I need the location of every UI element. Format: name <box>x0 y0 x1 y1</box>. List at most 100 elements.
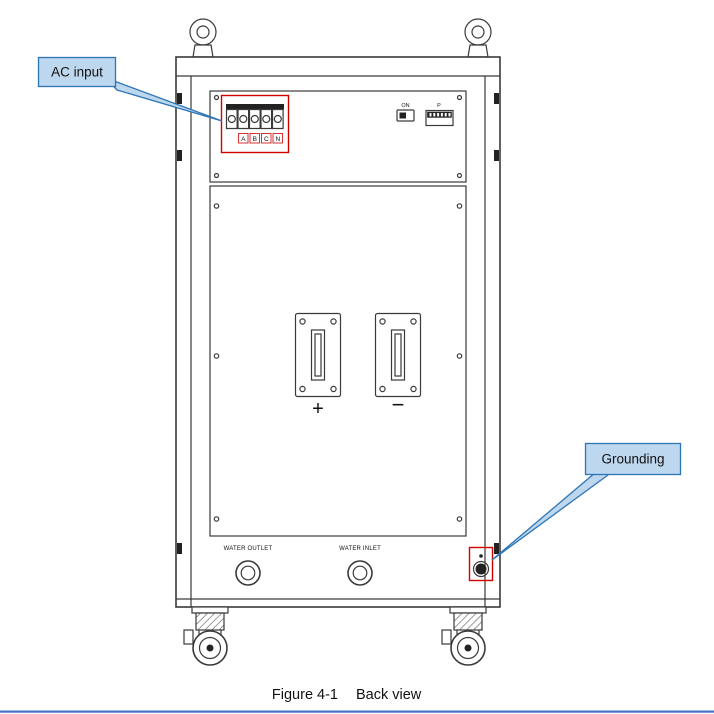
ac-input-label: AC input <box>51 65 103 80</box>
switch-body[interactable] <box>396 109 415 122</box>
water-outlet-fitting-outer <box>235 560 261 586</box>
switch-rocker[interactable] <box>399 112 407 119</box>
vent-slot <box>494 93 499 104</box>
screw <box>213 353 220 359</box>
main-panel: + − <box>209 185 467 537</box>
screw <box>456 203 463 209</box>
water-outlet-fitting-inner <box>240 565 256 581</box>
power-switch[interactable]: ON <box>396 103 415 122</box>
water-outlet-label: WATER OUTLET <box>224 546 273 552</box>
plate-slot-inner <box>394 333 402 377</box>
terminal-screw <box>273 114 282 124</box>
eyebolt-ring-outer <box>189 18 217 46</box>
caster-left <box>183 606 229 666</box>
connector-pin <box>429 113 432 117</box>
eyebolt-ring-outer <box>464 18 492 46</box>
caster-rim <box>456 636 480 660</box>
top-panel: A B C N ON P <box>209 90 467 183</box>
figure-caption: Figure 4-1 Back view <box>272 687 422 703</box>
aux-connector[interactable]: P <box>425 103 454 127</box>
caster-plate <box>449 606 487 614</box>
vent-slot <box>177 543 182 554</box>
plate-hole <box>410 318 417 325</box>
positive-label: + <box>312 398 324 420</box>
screw <box>213 203 220 209</box>
callout-box <box>37 56 117 88</box>
terminal-rail <box>226 104 284 109</box>
terminal-label-box <box>272 133 283 144</box>
plate-slot-inner <box>314 333 322 377</box>
vent-slot <box>177 93 182 104</box>
screw <box>213 94 220 101</box>
plate-slot-outer <box>310 329 326 381</box>
ac-terminal-block: A B C N <box>220 94 290 154</box>
vent-slot <box>494 543 499 554</box>
caster-brake-tab <box>183 629 194 645</box>
terminal-screw <box>239 114 248 124</box>
terminal-screw <box>250 114 259 124</box>
plate-hole <box>379 385 386 393</box>
water-inlet-fitting-outer <box>347 560 373 586</box>
plate-hole <box>299 385 306 393</box>
terminal-label-n: N <box>275 136 280 143</box>
switch-label: ON <box>401 103 409 109</box>
connector-body[interactable] <box>425 109 454 127</box>
figure-title: Back view <box>356 687 422 703</box>
grounding-pilot-dot <box>479 554 483 558</box>
terminal-screw <box>262 114 271 124</box>
eyebolt-left <box>189 18 217 58</box>
screw <box>456 94 463 101</box>
footer-rule <box>0 710 714 713</box>
negative-label: − <box>392 392 405 417</box>
grounding-point <box>468 546 494 582</box>
screw <box>456 172 463 179</box>
callout-grounding: Grounding <box>491 442 682 561</box>
terminal-label-box <box>261 133 272 144</box>
eyebolt-base <box>467 44 489 58</box>
eyebolt-right <box>464 18 492 58</box>
screw <box>213 172 220 179</box>
eyebolt-ring-inner <box>471 25 485 39</box>
caster-rim <box>198 636 222 660</box>
plate-hole <box>299 318 306 325</box>
terminal-label-c: C <box>264 136 269 143</box>
connector-strip <box>427 111 452 118</box>
water-inlet-fitting-inner <box>352 565 368 581</box>
plate-body <box>374 312 422 398</box>
grounding-highlight-box <box>468 546 494 582</box>
eyebolt-ring-inner <box>196 25 210 39</box>
terminal-bodies <box>225 108 284 130</box>
connector-pin <box>448 113 451 117</box>
plate-hole <box>410 385 417 393</box>
connector-pin <box>437 113 440 117</box>
caster-hub <box>464 644 472 652</box>
caster-swivel-block <box>453 612 483 631</box>
water-outlet: WATER OUTLET <box>224 546 273 586</box>
connector-label: P <box>437 103 441 109</box>
eyebolt-base <box>192 44 214 58</box>
plate-slot-outer <box>390 329 406 381</box>
vent-slot <box>177 150 182 161</box>
water-inlet: WATER INLET <box>339 546 381 586</box>
plate-hole <box>379 318 386 325</box>
grounding-stud <box>475 563 487 575</box>
bottom-section: WATER OUTLET WATER INLET <box>224 546 494 586</box>
top-panel-plate <box>209 90 467 183</box>
terminal-label-box <box>238 133 249 144</box>
grounding-label: Grounding <box>601 452 664 467</box>
caster-right <box>441 606 487 666</box>
mounting-plate-positive: + <box>294 312 342 420</box>
callout-arrow <box>491 466 609 561</box>
terminal-label-b: B <box>253 136 257 143</box>
figure-label: Figure 4-1 <box>272 687 338 703</box>
callout-box <box>584 442 682 476</box>
terminal-screw <box>227 114 236 124</box>
caster-brake-tab <box>441 629 452 645</box>
vent-slot <box>494 150 499 161</box>
terminal-label-a: A <box>241 136 246 143</box>
caster-hub <box>206 644 214 652</box>
plate-hole <box>330 318 337 325</box>
plate-hole <box>330 385 337 393</box>
